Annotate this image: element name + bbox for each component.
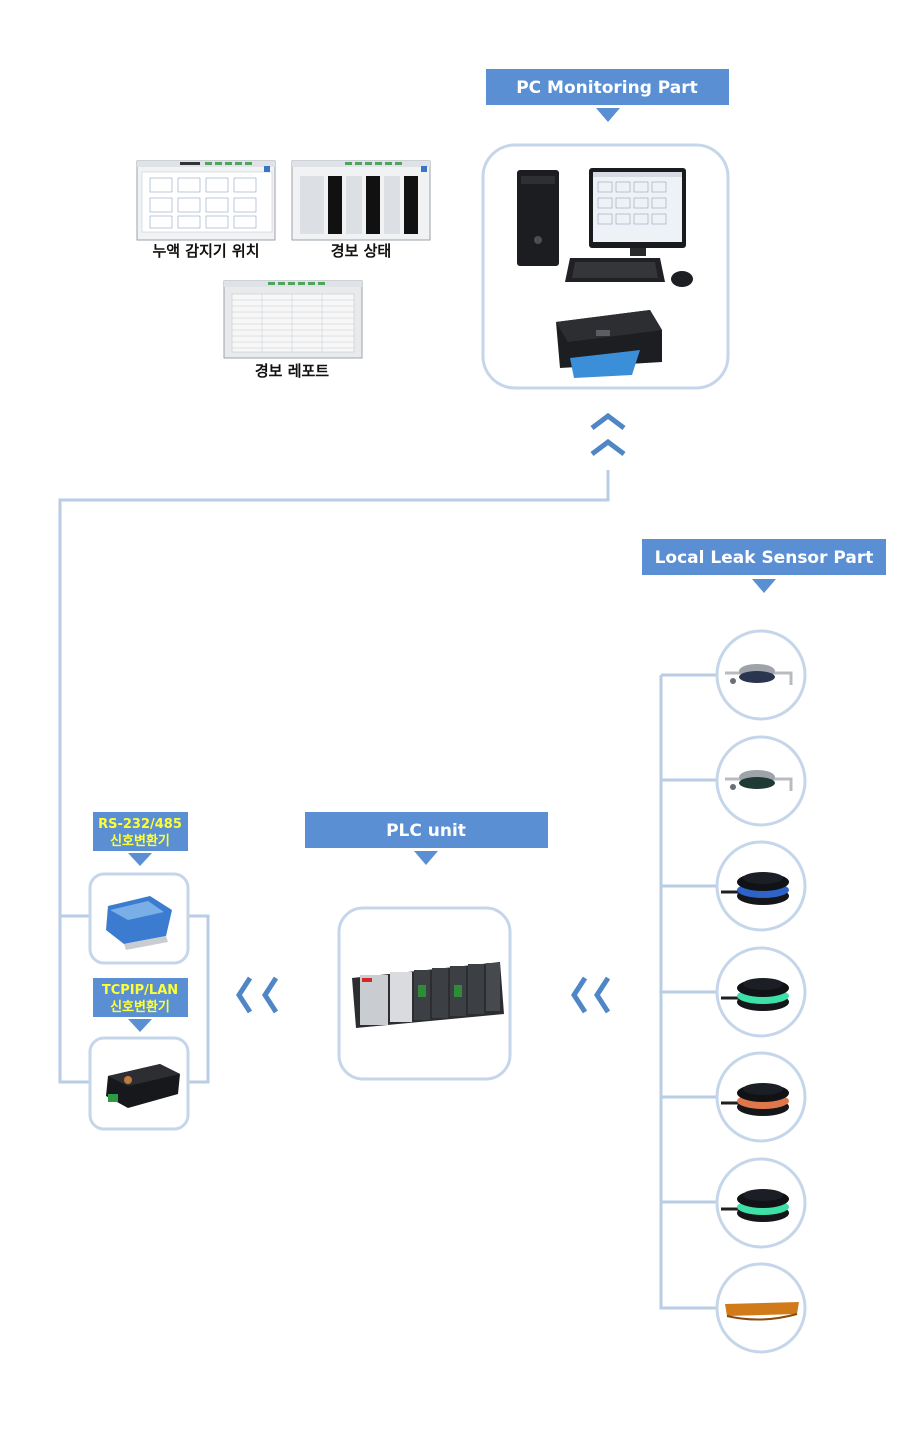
sensor-7 <box>715 1262 807 1354</box>
link-right-bracket <box>188 914 210 1084</box>
chevrons-to-converters <box>236 976 279 1014</box>
sensor-bus-taps <box>661 673 716 1204</box>
svg-text:RS-232/485: RS-232/485 <box>98 817 182 832</box>
sensor-4 <box>715 946 807 1038</box>
svg-text:TCPIP/LAN: TCPIP/LAN <box>102 983 178 998</box>
svg-text:신호변환기: 신호변환기 <box>110 833 170 849</box>
printer <box>556 310 662 378</box>
chevrons-to-plc <box>571 976 611 1014</box>
svg-text:Local Leak Sensor Part: Local Leak Sensor Part <box>655 548 874 568</box>
link-pc-to-converters <box>58 470 610 1084</box>
label-rs-converter: RS-232/485 신호변환기 <box>93 812 188 866</box>
svg-text:신호변환기: 신호변환기 <box>110 999 170 1015</box>
pc-tower <box>517 170 559 266</box>
label-pc-monitoring: PC Monitoring Part <box>486 69 729 122</box>
mouse <box>671 271 693 287</box>
up-chevrons <box>590 412 626 456</box>
pc-monitor <box>589 168 686 256</box>
caption-alarm-report: 경보 레포트 <box>255 362 329 380</box>
screen-sensor-location <box>136 160 276 241</box>
sensor-5 <box>715 1051 807 1143</box>
label-local-sensor: Local Leak Sensor Part <box>642 539 886 593</box>
screen-alarm-report <box>223 280 363 359</box>
svg-text:PLC unit: PLC unit <box>386 821 466 841</box>
caption-alarm-status: 경보 상태 <box>331 242 391 260</box>
sensor-1 <box>715 629 807 721</box>
label-plc-unit: PLC unit <box>305 812 548 865</box>
svg-text:PC Monitoring Part: PC Monitoring Part <box>516 78 698 98</box>
sensor-2 <box>715 735 807 827</box>
rs-converter-device <box>106 896 172 950</box>
sensor-list <box>715 629 807 1354</box>
caption-sensor-location: 누액 감지기 위치 <box>152 242 259 260</box>
plc-rack <box>352 962 504 1028</box>
keyboard <box>565 258 665 282</box>
sensor-6 <box>715 1157 807 1249</box>
screen-alarm-status <box>291 160 431 241</box>
tcp-converter-device <box>106 1064 180 1108</box>
label-tcp-converter: TCPIP/LAN 신호변환기 <box>93 978 188 1032</box>
sensor-3 <box>715 840 807 932</box>
